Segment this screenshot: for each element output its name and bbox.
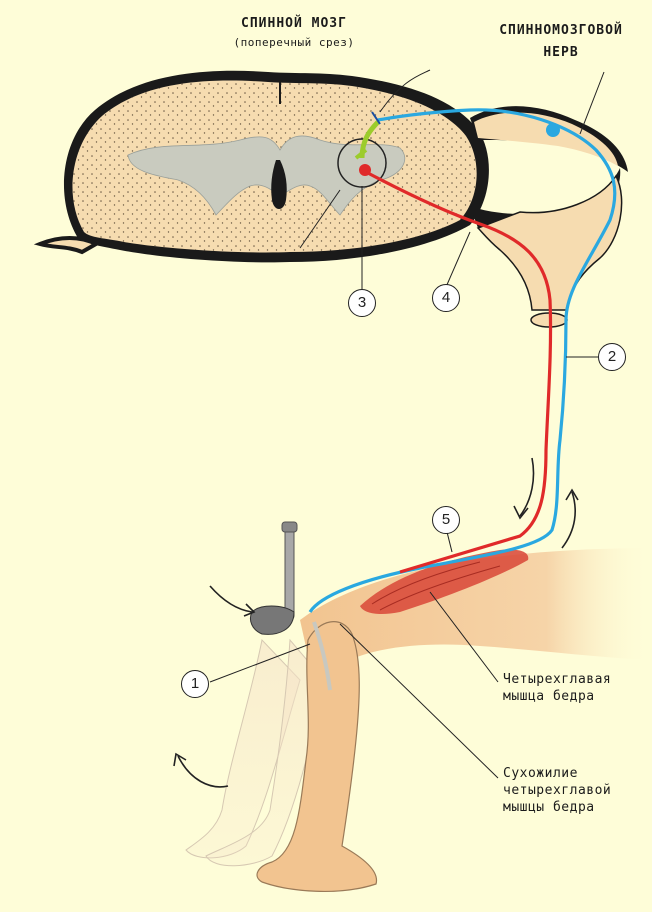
spinal-nerve-label-line2: НЕРВ [476,44,646,61]
marker-4: 4 [432,284,460,312]
sensory-neuron-body [546,123,560,137]
marker-5: 5 [432,506,460,534]
marker-3: 3 [348,289,376,317]
marker-1: 1 [181,670,209,698]
motor-neuron-body [359,164,371,176]
quadriceps-label-line2: мышца бедра [503,688,595,705]
spinal-cord-section [40,71,489,263]
tendon-label-line2: четырехглавой [503,782,611,799]
marker-2: 2 [598,343,626,371]
spinal-cord-title: СПИННОЙ МОЗГ [209,15,379,32]
quadriceps-label-line1: Четырехглавая [503,671,611,688]
spinal-nerve-label-line1: СПИННОМОЗГОВОЙ [476,22,646,39]
tendon-label-line3: мышцы бедра [503,799,595,816]
reflex-hammer-icon [250,522,297,634]
tendon-label-line1: Сухожилие [503,765,578,782]
spinal-cord-subtitle: (поперечный срез) [209,34,379,51]
leg-illustration [186,548,652,891]
